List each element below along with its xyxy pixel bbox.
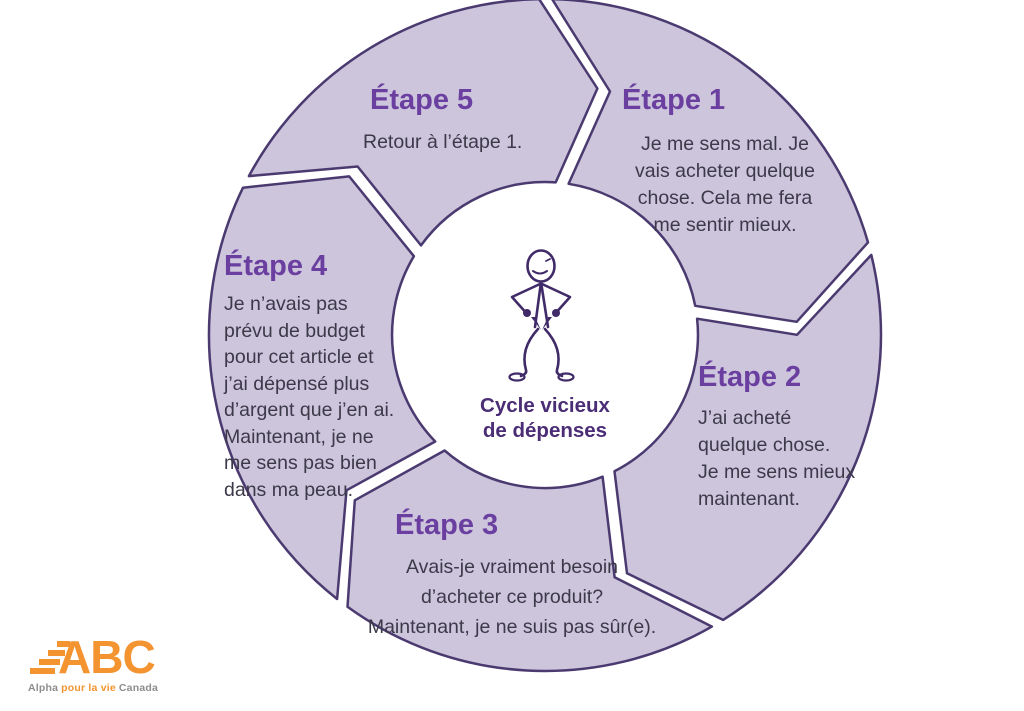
step-4-label: Étape 4 <box>224 250 328 282</box>
person-hands-on-hips-icon <box>508 249 575 382</box>
ring-segments <box>207 0 883 673</box>
step-5-label: Étape 5 <box>370 84 474 116</box>
cycle-title: Cycle vicieux de dépenses <box>480 394 610 442</box>
ring-segment-etape-5 <box>247 0 599 247</box>
step-1-label: Étape 1 <box>622 84 726 116</box>
ring-segment-etape-3 <box>346 449 714 673</box>
tagline-pour-la-vie: pour la vie <box>61 682 116 694</box>
step-5-text: Retour à l’étape 1. <box>363 131 523 153</box>
logo-stairs-icon <box>30 641 70 674</box>
step-3-text: Avais-je vraiment besoin d’acheter ce pr… <box>367 556 657 638</box>
step-3-label: Étape 3 <box>395 509 499 541</box>
step-4-text: Je n’avais pas prévu de budget pour cet … <box>224 293 395 501</box>
ring-segment-etape-2 <box>613 253 883 622</box>
tagline-canada: Canada <box>118 682 159 694</box>
step-1-text: Je me sens mal. Je vais acheter quelque … <box>635 133 815 236</box>
tagline-alpha: Alpha <box>28 682 59 694</box>
step-2-text: J’ai acheté quelque chose. Je me sens mi… <box>698 407 856 510</box>
ring-segment-etape-1 <box>551 0 870 324</box>
step-2-label: Étape 2 <box>698 361 802 393</box>
ring-segment-etape-4 <box>207 175 437 601</box>
logo-wordmark: ABC <box>58 631 156 683</box>
